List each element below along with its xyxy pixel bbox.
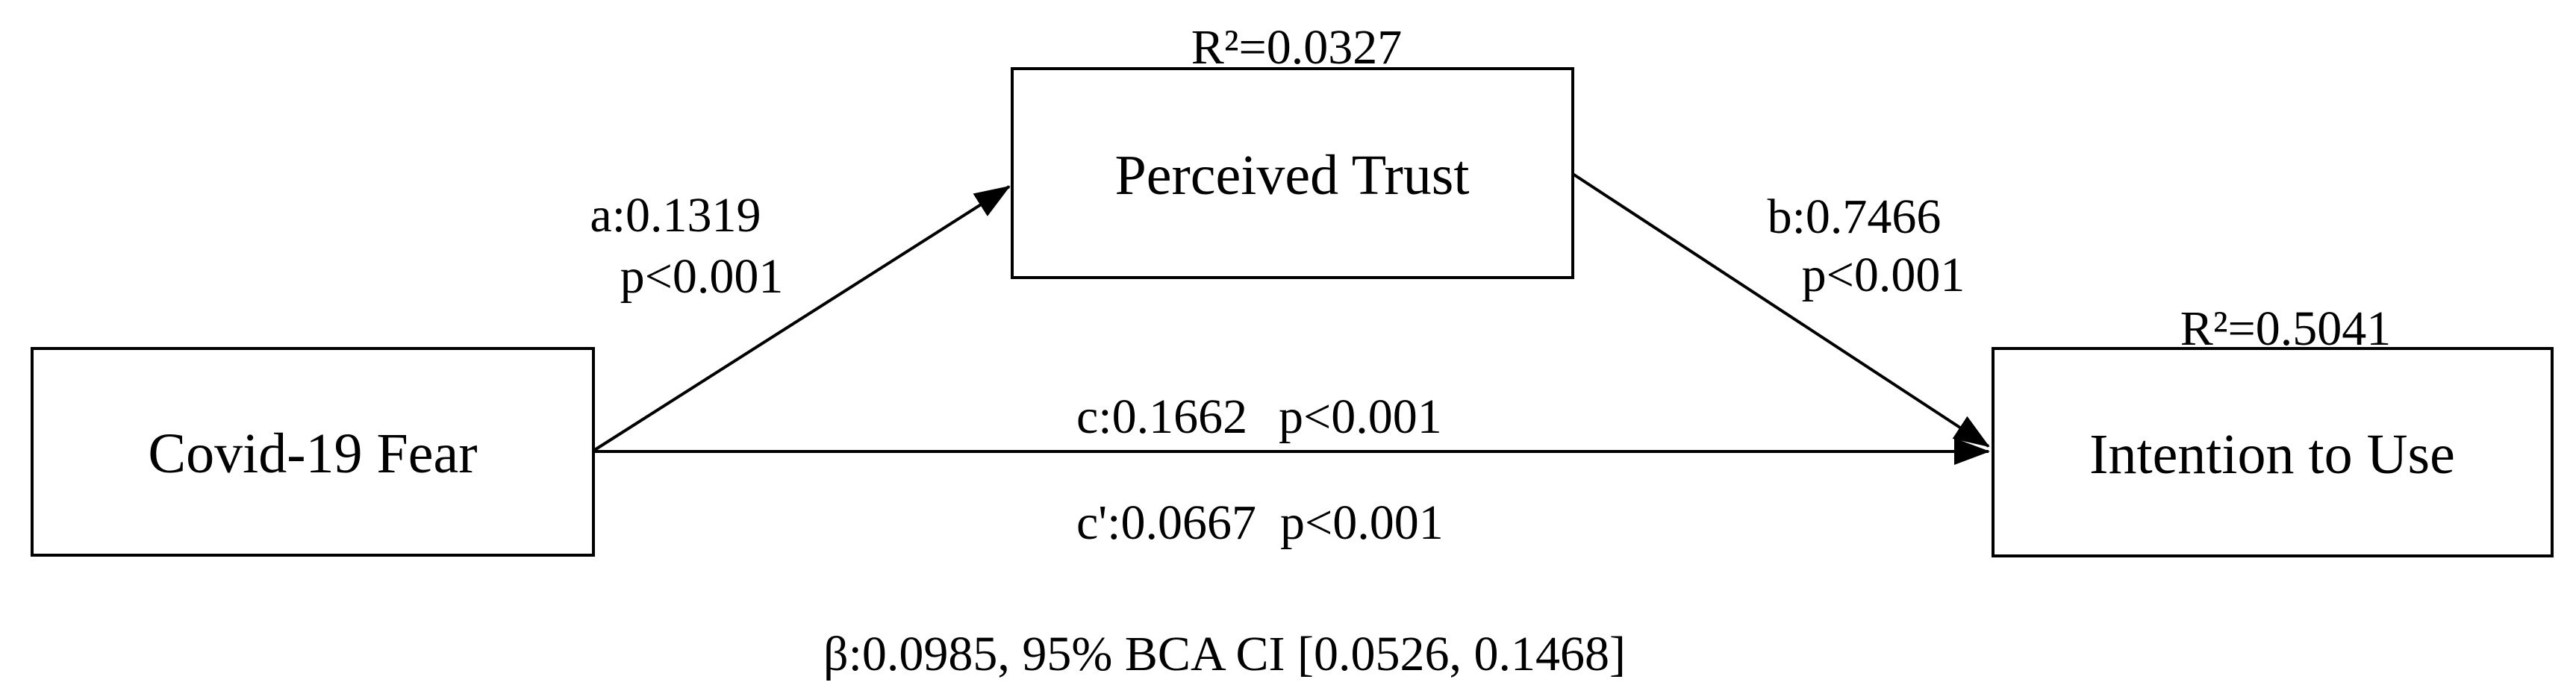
path-b-coefficient: b:0.7466 bbox=[1768, 190, 1942, 244]
path-c-p-value: p<0.001 bbox=[1279, 390, 1442, 444]
node-box-covid-fear bbox=[31, 347, 595, 557]
path-a-p-value: p<0.001 bbox=[620, 249, 784, 304]
node-label-intention-to-use: Intention to Use bbox=[2089, 423, 2455, 486]
path-a-coefficient: a:0.1319 bbox=[590, 188, 761, 243]
path-c-label: c:0.1662 p<0.001 bbox=[1076, 390, 1442, 444]
path-a-arrow bbox=[592, 185, 1011, 452]
node-label-perceived-trust: Perceived Trust bbox=[1115, 144, 1470, 207]
node-box-intention-to-use bbox=[1992, 347, 2554, 557]
path-c-prime-label: c':0.0667 p<0.001 bbox=[1076, 495, 1444, 550]
indirect-effect-note: β:0.0985, 95% BCA CI [0.0526, 0.1468] bbox=[823, 627, 1626, 681]
path-c-prime-coefficient: c':0.0667 bbox=[1076, 495, 1256, 550]
r-squared-intention-to-use: R²=0.5041 bbox=[2180, 301, 2392, 356]
path-c-prime-p-value: p<0.001 bbox=[1280, 495, 1444, 550]
path-b-arrow bbox=[1571, 172, 1990, 448]
node-box-perceived-trust bbox=[1011, 67, 1574, 279]
node-label-covid-fear: Covid-19 Fear bbox=[148, 422, 477, 485]
path-b-p-value: p<0.001 bbox=[1802, 248, 1965, 302]
r-squared-perceived-trust: R²=0.0327 bbox=[1191, 20, 1403, 75]
path-c-coefficient: c:0.1662 bbox=[1076, 390, 1247, 444]
